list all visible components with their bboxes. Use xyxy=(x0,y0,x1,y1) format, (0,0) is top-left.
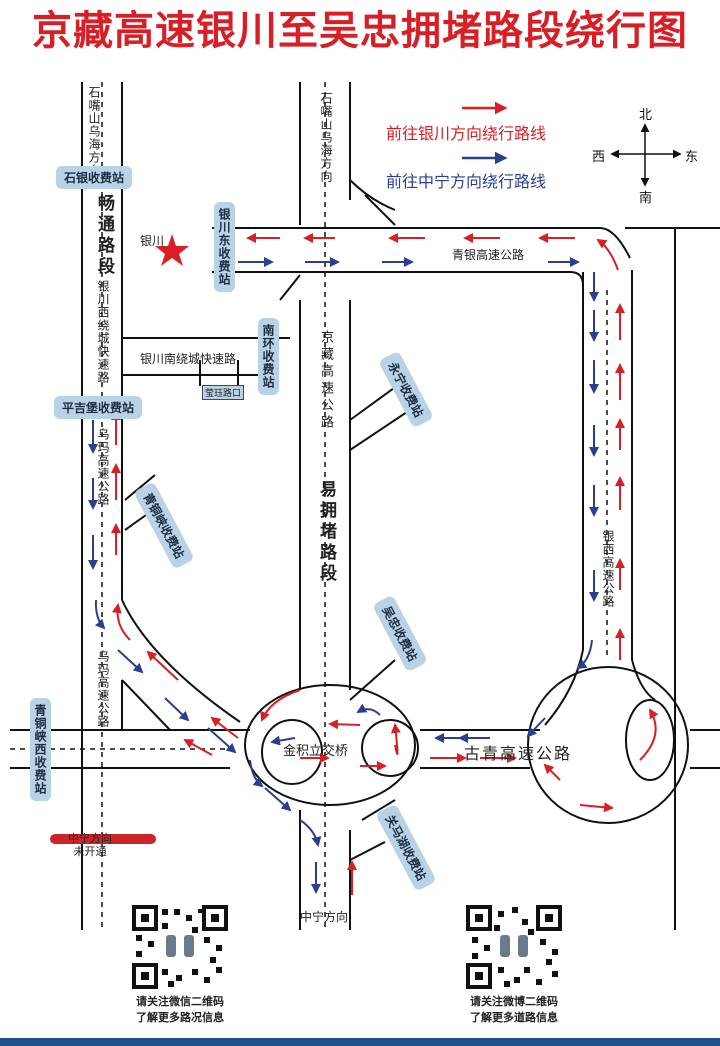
mid-top-direction: 石嘴山乌海方向 xyxy=(319,92,333,183)
qr-weibo-caption: 请关注微博二维码 了解更多道路信息 xyxy=(470,995,558,1024)
compass-west: 西 xyxy=(592,150,606,165)
station-shiyin: 石银收费站 xyxy=(56,166,133,189)
label-qingyin: 青银高速公路 xyxy=(452,248,525,262)
closed-road-bar xyxy=(50,834,156,844)
label-congested: 易拥堵路段 xyxy=(316,480,336,585)
qr-wechat-caption: 请关注微信二维码 了解更多路况信息 xyxy=(136,995,224,1024)
label-zhongning-dir: 中宁方向 xyxy=(300,910,349,924)
label-wuma-upper: 乌玛高速公路 xyxy=(96,428,110,506)
label-wuma-lower: 乌玛高速公路 xyxy=(96,650,110,728)
label-south-ring-road: 银川南绕城快速路 xyxy=(140,352,237,366)
station-qingtongxia-west: 青铜峡西收费站 xyxy=(30,698,51,801)
station-pingjipu: 平吉堡收费站 xyxy=(54,396,143,419)
red-route-arrows xyxy=(111,233,659,895)
compass-cross xyxy=(610,123,682,187)
label-jinji: 金积立交桥 xyxy=(283,744,349,759)
road-dashes xyxy=(10,82,608,930)
label-jingzang: 京藏高速公路 xyxy=(318,330,333,432)
closed-road-label: 中宁方向 未开通 xyxy=(68,832,112,858)
compass-east: 东 xyxy=(685,150,699,165)
page-title: 京藏高速银川至吴忠拥堵路段绕行图 xyxy=(32,8,688,54)
left-top-direction: 石嘴山乌海方向 xyxy=(87,86,101,177)
label-changtong: 畅通路段 xyxy=(94,194,114,278)
qr-code-weibo xyxy=(466,905,562,989)
road-network xyxy=(10,82,720,930)
legend-red-label: 前往银川方向绕行路线 xyxy=(386,124,547,143)
yinchuan-star-icon xyxy=(155,234,189,266)
label-yinchuan-west-ring: 银川西绕城快速路 xyxy=(96,280,110,384)
compass-north: 北 xyxy=(639,108,653,123)
legend-arrows xyxy=(462,101,508,165)
station-south-ring: 南环收费站 xyxy=(258,318,279,395)
label-yinxi: 银西高速公路 xyxy=(601,530,615,608)
legend-blue-label: 前往中宁方向绕行路线 xyxy=(386,172,547,191)
compass-south: 南 xyxy=(639,191,653,206)
label-yingbin-exit: 莹珏路口 xyxy=(202,385,245,400)
station-yinchuan-east: 银川东收费站 xyxy=(214,202,235,292)
qr-code-wechat xyxy=(132,905,228,989)
blue-route-arrows xyxy=(88,257,599,894)
footer-bar xyxy=(0,1038,720,1046)
label-yinchuan: 银川 xyxy=(140,234,165,248)
label-guqing: 古青高速公路 xyxy=(464,744,573,763)
